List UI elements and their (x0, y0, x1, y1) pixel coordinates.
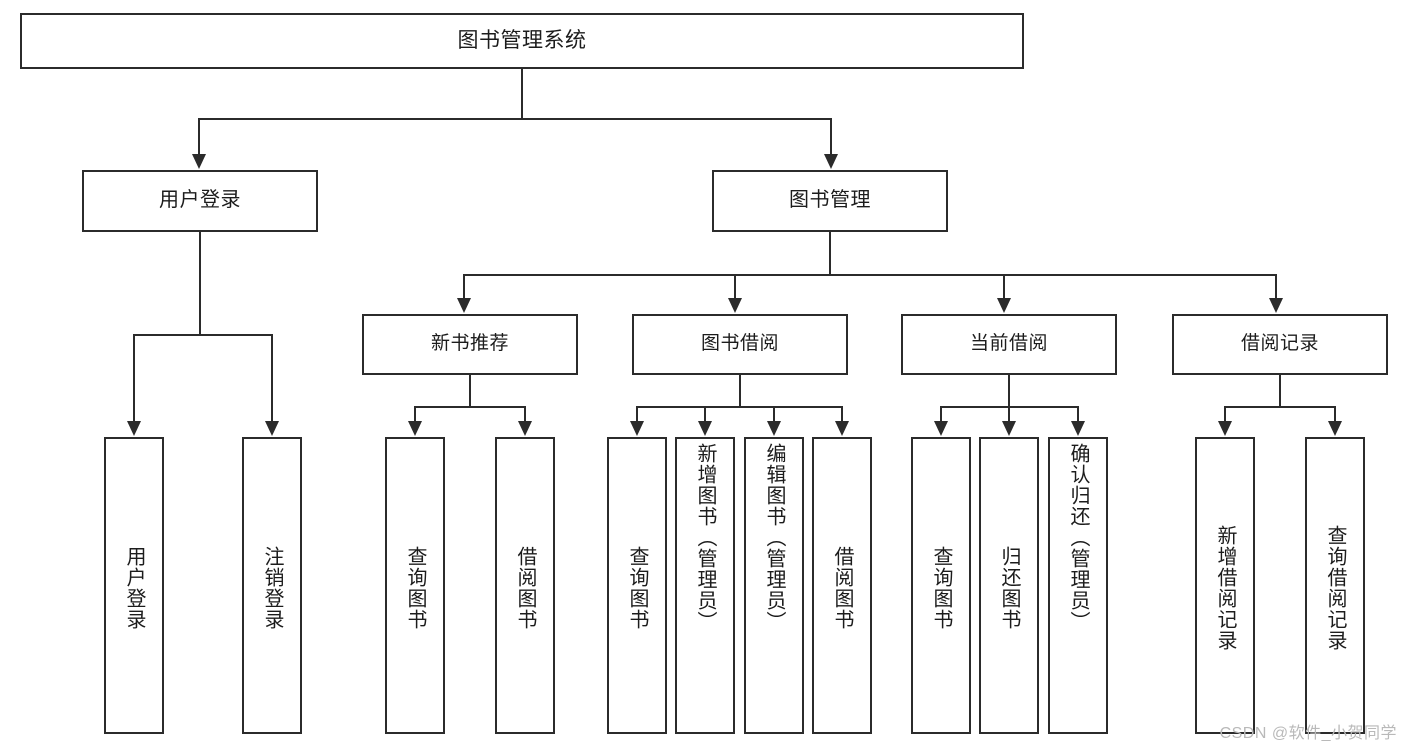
connector-book-borrow-bus (636, 406, 842, 408)
connector-book-borrow-to-leaf-1 (636, 406, 638, 422)
node-label: 新增图书（管理员） (694, 443, 716, 632)
connector-borrow-record-to-leaf-2 (1334, 406, 1336, 422)
node-label: 借阅记录 (1240, 333, 1319, 355)
arrowhead-root-to-user-login (192, 154, 206, 169)
connector-current-borrow-to-leaf-3 (1077, 406, 1079, 422)
arrowhead-current-borrow-leaf-2 (1002, 421, 1016, 436)
node-label: 图书管理 (789, 189, 871, 212)
node-label: 归还图书 (998, 545, 1020, 630)
connector-borrow-record-stem (1279, 375, 1281, 408)
node-label: 新增借阅记录 (1214, 524, 1236, 651)
node-label: 当前借阅 (969, 333, 1048, 355)
node-label: 查询图书 (404, 545, 426, 630)
arrowhead-book-borrow (728, 298, 742, 313)
node-label: 确认归还（管理员） (1067, 443, 1089, 632)
connector-book-manage-to-new-book (463, 274, 465, 300)
arrowhead-book-borrow-leaf-2 (698, 421, 712, 436)
leaf-book-borrow-edit[interactable]: 编辑图书（管理员） (744, 437, 804, 734)
connector-book-borrow-to-leaf-2 (704, 406, 706, 422)
node-book-borrow[interactable]: 图书借阅 (632, 314, 848, 375)
connector-user-login-to-leaf-2 (271, 334, 273, 422)
arrowhead-book-borrow-leaf-1 (630, 421, 644, 436)
connector-root-bus (198, 118, 832, 120)
connector-book-manage-stem (829, 232, 831, 276)
connector-root-to-user-login (198, 118, 200, 156)
connector-root-to-book-manage (830, 118, 832, 156)
arrowhead-new-book-leaf-1 (408, 421, 422, 436)
leaf-user-login-login[interactable]: 用户登录 (104, 437, 164, 734)
connector-borrow-record-bus (1224, 406, 1336, 408)
node-label: 图书借阅 (700, 333, 779, 355)
connector-current-borrow-to-leaf-2 (1008, 406, 1010, 422)
leaf-book-borrow-borrow[interactable]: 借阅图书 (812, 437, 872, 734)
leaf-new-book-query[interactable]: 查询图书 (385, 437, 445, 734)
connector-book-manage-to-current-borrow (1003, 274, 1005, 300)
connector-new-book-bus (414, 406, 526, 408)
leaf-new-book-borrow[interactable]: 借阅图书 (495, 437, 555, 734)
arrowhead-current-borrow (997, 298, 1011, 313)
arrowhead-borrow-record-leaf-1 (1218, 421, 1232, 436)
connector-new-book-to-leaf-2 (524, 406, 526, 422)
node-label: 编辑图书（管理员） (763, 443, 785, 632)
connector-book-manage-to-book-borrow (734, 274, 736, 300)
node-current-borrow[interactable]: 当前借阅 (901, 314, 1117, 375)
arrowhead-user-login-leaf-2 (265, 421, 279, 436)
connector-book-manage-to-borrow-record (1275, 274, 1277, 300)
arrowhead-borrow-record (1269, 298, 1283, 313)
leaf-borrow-record-query[interactable]: 查询借阅记录 (1305, 437, 1365, 734)
leaf-borrow-record-add[interactable]: 新增借阅记录 (1195, 437, 1255, 734)
node-label: 查询借阅记录 (1324, 524, 1346, 651)
node-label: 用户登录 (159, 189, 241, 212)
arrowhead-book-borrow-leaf-3 (767, 421, 781, 436)
node-label: 注销登录 (261, 545, 283, 630)
connector-borrow-record-to-leaf-1 (1224, 406, 1226, 422)
leaf-user-login-logout[interactable]: 注销登录 (242, 437, 302, 734)
connector-current-borrow-to-leaf-1 (940, 406, 942, 422)
connector-new-book-stem (469, 375, 471, 408)
leaf-current-borrow-confirm-return[interactable]: 确认归还（管理员） (1048, 437, 1108, 734)
leaf-current-borrow-query[interactable]: 查询图书 (911, 437, 971, 734)
node-label: 借阅图书 (831, 545, 853, 630)
arrowhead-new-book (457, 298, 471, 313)
node-label: 用户登录 (123, 545, 145, 630)
connector-book-borrow-to-leaf-3 (773, 406, 775, 422)
arrowhead-current-borrow-leaf-3 (1071, 421, 1085, 436)
node-user-login[interactable]: 用户登录 (82, 170, 318, 232)
connector-book-borrow-to-leaf-4 (841, 406, 843, 422)
arrowhead-book-borrow-leaf-4 (835, 421, 849, 436)
node-label: 查询图书 (930, 545, 952, 630)
arrowhead-user-login-leaf-1 (127, 421, 141, 436)
node-new-book-recommend[interactable]: 新书推荐 (362, 314, 578, 375)
node-label: 查询图书 (626, 545, 648, 630)
connector-book-borrow-stem (739, 375, 741, 408)
connector-user-login-bus (133, 334, 273, 336)
node-root-system[interactable]: 图书管理系统 (20, 13, 1024, 69)
arrowhead-new-book-leaf-2 (518, 421, 532, 436)
connector-current-borrow-stem (1008, 375, 1010, 408)
node-label: 新书推荐 (430, 333, 509, 355)
leaf-current-borrow-return[interactable]: 归还图书 (979, 437, 1039, 734)
arrowhead-root-to-book-manage (824, 154, 838, 169)
connector-book-manage-bus (463, 274, 1277, 276)
node-book-management[interactable]: 图书管理 (712, 170, 948, 232)
leaf-book-borrow-query[interactable]: 查询图书 (607, 437, 667, 734)
connector-new-book-to-leaf-1 (414, 406, 416, 422)
arrowhead-current-borrow-leaf-1 (934, 421, 948, 436)
leaf-book-borrow-add[interactable]: 新增图书（管理员） (675, 437, 735, 734)
connector-user-login-to-leaf-1 (133, 334, 135, 422)
connector-root-stem (521, 69, 523, 119)
node-label: 图书管理系统 (457, 28, 587, 52)
arrowhead-borrow-record-leaf-2 (1328, 421, 1342, 436)
connector-user-login-stem (199, 232, 201, 336)
node-borrow-record[interactable]: 借阅记录 (1172, 314, 1388, 375)
node-label: 借阅图书 (514, 545, 536, 630)
